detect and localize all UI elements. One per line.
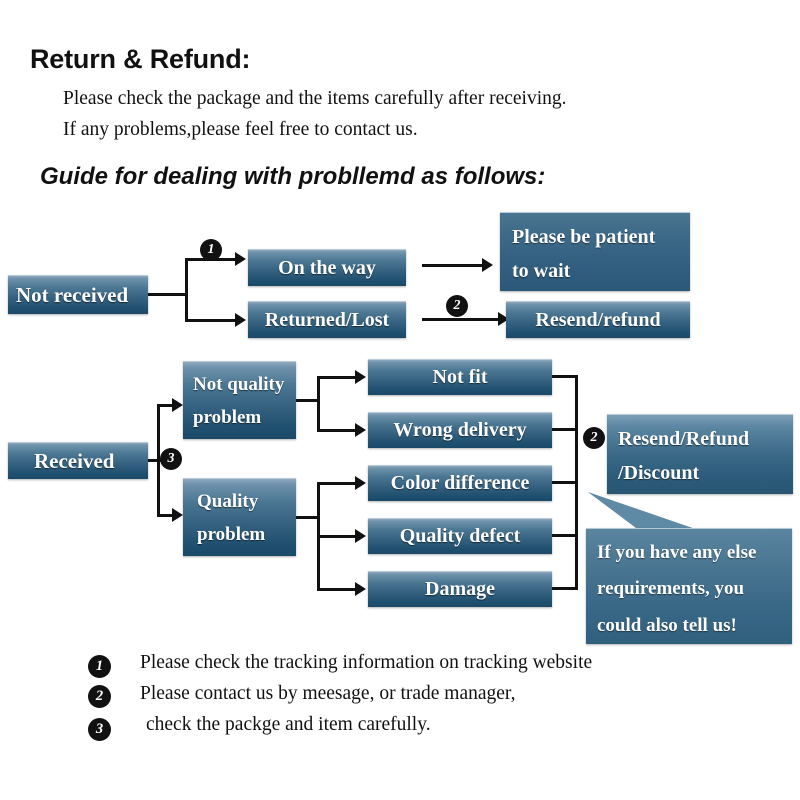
legend-text-1: Please check the tracking information on… bbox=[140, 652, 593, 673]
marker-three-flow: 3 bbox=[160, 448, 182, 470]
legend: 1 Please check the tracking information … bbox=[88, 652, 788, 745]
flow-box-please-be-patient: Please be patient to wait bbox=[500, 212, 690, 291]
connector-quality-defect-out bbox=[552, 534, 577, 537]
flow-box-returned-lost: Returned/Lost bbox=[248, 301, 406, 338]
arrow-to-returned-lost bbox=[235, 313, 246, 327]
page-title: Return & Refund: bbox=[30, 44, 251, 74]
flow-box-callout-note-line2: requirements, you bbox=[597, 578, 745, 600]
guide-subtitle: Guide for dealing with probllemd as foll… bbox=[40, 163, 546, 190]
marker-two-flow-bottom-label: 2 bbox=[590, 430, 598, 445]
arrow-to-wrong-delivery bbox=[355, 423, 366, 437]
flow-box-please-be-patient-line1: Please be patient bbox=[512, 226, 656, 248]
legend-marker-1: 1 bbox=[88, 655, 111, 678]
flow-box-color-difference: Color difference bbox=[368, 465, 552, 501]
flow-box-not-received: Not received bbox=[8, 275, 148, 314]
flow-box-quality-defect-label: Quality defect bbox=[399, 525, 521, 547]
connector-received-split bbox=[157, 404, 160, 517]
arrow-to-not-fit bbox=[355, 370, 366, 384]
connector-returned-to-resend bbox=[422, 318, 500, 321]
connector-to-quality-defect bbox=[317, 535, 357, 538]
arrow-to-damage bbox=[355, 582, 366, 596]
legend-marker-3: 3 bbox=[88, 718, 111, 741]
connector-color-difference-out bbox=[552, 481, 577, 484]
legend-marker-1-label: 1 bbox=[95, 658, 104, 674]
marker-one-flow: 1 bbox=[200, 239, 222, 261]
flow-box-callout-note-line3: could also tell us! bbox=[597, 614, 737, 636]
legend-item: 1 Please check the tracking information … bbox=[88, 652, 788, 683]
legend-item: 3 check the packge and item carefully. bbox=[88, 714, 788, 745]
flow-box-returned-lost-label: Returned/Lost bbox=[264, 308, 390, 331]
flow-box-not-quality-problem-line2: problem bbox=[193, 406, 262, 428]
flow-box-callout-note: If you have any else requirements, you c… bbox=[586, 528, 792, 644]
legend-text-2: Please contact us by meesage, or trade m… bbox=[140, 683, 516, 704]
flow-box-not-quality-problem: Not quality problem bbox=[183, 361, 296, 439]
marker-two-flow-top-label: 2 bbox=[453, 298, 461, 313]
flow-box-damage: Damage bbox=[368, 571, 552, 607]
arrow-returned-to-resend bbox=[498, 312, 509, 326]
connector-damage-out bbox=[552, 587, 577, 590]
flow-box-quality-problem-line1: Quality bbox=[197, 491, 259, 512]
flow-box-resend-refund-label: Resend/refund bbox=[535, 308, 661, 331]
flow-box-on-the-way-label: On the way bbox=[278, 256, 376, 279]
legend-marker-3-label: 3 bbox=[95, 721, 104, 737]
flow-box-not-fit: Not fit bbox=[368, 359, 552, 395]
flow-box-wrong-delivery-label: Wrong delivery bbox=[393, 419, 527, 441]
flow-box-not-quality-problem-line1: Not quality bbox=[193, 374, 285, 395]
flow-box-resend-refund-discount-line2: /Discount bbox=[618, 462, 700, 485]
connector-to-not-fit bbox=[317, 376, 357, 379]
flow-box-resend-refund-discount-line1: Resend/Refund bbox=[618, 428, 750, 450]
connector-not-quality-bracket bbox=[317, 376, 320, 432]
arrow-to-color-difference bbox=[355, 476, 366, 490]
connector-not-fit-out bbox=[552, 375, 577, 378]
connector-to-returned-lost bbox=[185, 319, 237, 322]
flow-box-resend-refund-discount: Resend/Refund /Discount bbox=[607, 414, 793, 494]
flow-box-received: Received bbox=[8, 442, 148, 479]
flow-box-not-received-label: Not received bbox=[16, 282, 129, 307]
connector-not-received-trunk bbox=[148, 293, 188, 296]
legend-text-3: check the packge and item carefully. bbox=[146, 714, 431, 735]
connector-to-wrong-delivery bbox=[317, 429, 357, 432]
flow-box-received-label: Received bbox=[34, 448, 115, 473]
connector-right-collect-bracket bbox=[575, 375, 578, 590]
connector-quality-stem bbox=[296, 516, 320, 519]
marker-one-flow-label: 1 bbox=[207, 242, 215, 257]
arrow-to-on-the-way bbox=[235, 252, 246, 266]
callout-tail-icon bbox=[588, 492, 710, 534]
connector-to-damage bbox=[317, 588, 357, 591]
arrow-to-quality-defect bbox=[355, 529, 366, 543]
flow-box-not-fit-label: Not fit bbox=[432, 366, 488, 388]
arrow-to-quality bbox=[172, 508, 183, 522]
flow-box-damage-label: Damage bbox=[425, 578, 495, 600]
connector-to-quality bbox=[157, 514, 180, 517]
marker-two-flow-bottom: 2 bbox=[583, 427, 605, 449]
flow-box-callout-note-line1: If you have any else bbox=[597, 542, 757, 563]
marker-three-flow-label: 3 bbox=[167, 451, 175, 466]
marker-two-flow-top: 2 bbox=[446, 295, 468, 317]
arrow-on-the-way-to-patient bbox=[482, 258, 493, 272]
flow-box-resend-refund: Resend/refund bbox=[506, 301, 690, 338]
flow-box-quality-problem-line2: problem bbox=[197, 523, 266, 545]
connector-wrong-delivery-out bbox=[552, 428, 577, 431]
connector-on-the-way-to-patient bbox=[422, 264, 484, 267]
arrow-to-not-quality bbox=[172, 398, 183, 412]
connector-not-received-split bbox=[185, 258, 188, 322]
flow-box-color-difference-label: Color difference bbox=[390, 472, 530, 494]
legend-marker-2: 2 bbox=[88, 685, 111, 708]
connector-to-color-difference bbox=[317, 482, 357, 485]
flow-box-wrong-delivery: Wrong delivery bbox=[368, 412, 552, 448]
flow-box-quality-defect: Quality defect bbox=[368, 518, 552, 554]
connector-not-quality-stem bbox=[296, 399, 320, 402]
flow-box-on-the-way: On the way bbox=[248, 249, 406, 286]
intro-line-2: If any problems,please feel free to cont… bbox=[63, 119, 418, 140]
connector-to-not-quality bbox=[157, 404, 180, 407]
flow-box-quality-problem: Quality problem bbox=[183, 478, 296, 556]
intro-line-1: Please check the package and the items c… bbox=[63, 88, 567, 109]
flow-box-please-be-patient-line2: to wait bbox=[512, 260, 571, 283]
legend-item: 2 Please contact us by meesage, or trade… bbox=[88, 683, 788, 714]
legend-marker-2-label: 2 bbox=[95, 688, 104, 704]
